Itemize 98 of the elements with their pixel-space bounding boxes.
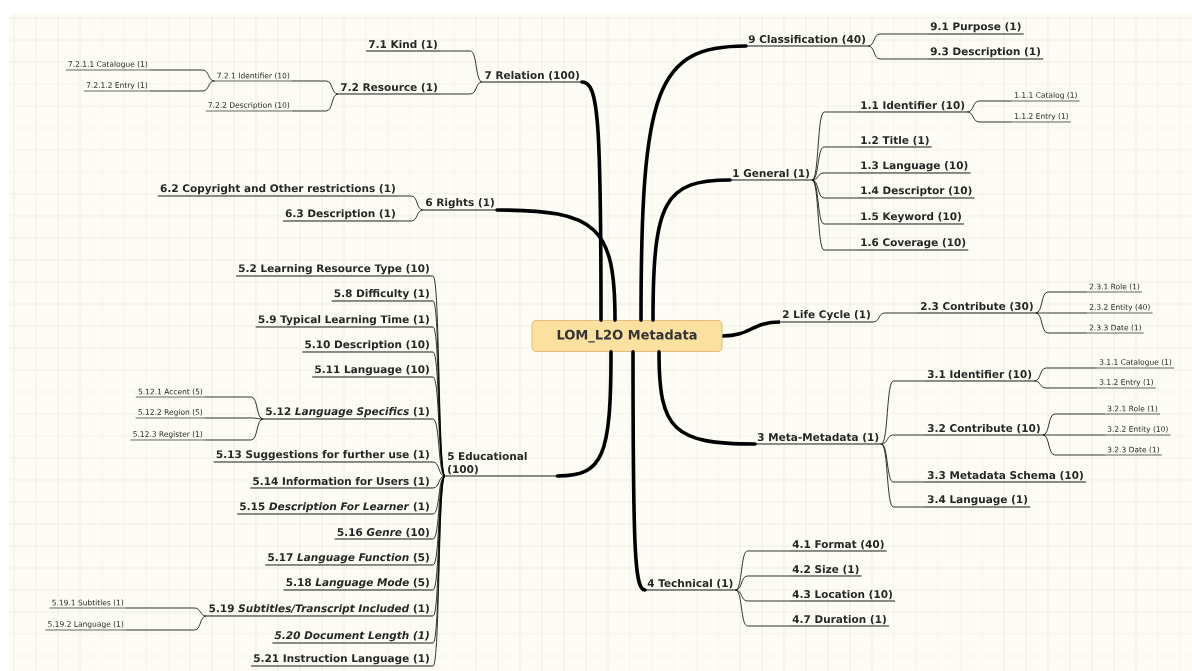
branch-line (431, 418, 446, 477)
branch-line (431, 461, 446, 477)
branch-label: 4 Technical (1) (644, 578, 736, 591)
branch-label: 3 Meta-Metadata (1) (754, 432, 882, 445)
central-topic-box: LOM_L2O Metadata (531, 320, 723, 352)
branch-label: 5.2 Learning Resource Type (10) (235, 264, 433, 277)
branch-line (125, 615, 207, 631)
branch-line (431, 475, 446, 515)
branch-line (1042, 434, 1106, 436)
branch-line (1033, 367, 1098, 382)
branch-label: 5.18 Language Mode (5) (283, 578, 433, 591)
branch-line (735, 575, 791, 591)
branch-label: 5 Educational (100) (444, 451, 558, 477)
branch-line (722, 320, 781, 338)
branch-label: 5.17 Language Function (5) (264, 553, 433, 566)
branch-line (204, 396, 264, 420)
branch-line (867, 33, 929, 47)
branch-label: 5.21 Instruction Language (1) (250, 654, 433, 667)
branch-line (657, 350, 757, 446)
branch-line (1042, 413, 1106, 436)
branch-label: 6 Rights (1) (422, 198, 498, 211)
branch-line (431, 475, 446, 489)
branch-label: 1.5 Keyword (10) (857, 212, 965, 225)
branch-line (966, 100, 1013, 113)
branch-label: 5.8 Difficulty (1) (331, 289, 433, 302)
branch-label: 7 Relation (100) (481, 70, 583, 83)
branch-line (811, 179, 859, 199)
branch-line (631, 350, 647, 592)
branch-label: 1.2 Title (1) (857, 135, 933, 148)
branch-line (204, 418, 264, 441)
branch-line (291, 80, 339, 95)
branch-label: 6.2 Copyright and Other restrictions (1) (157, 184, 399, 197)
branch-line (811, 111, 859, 181)
branch-line (811, 179, 859, 225)
branch-label: 5.12 Language Specifics (1) (262, 407, 433, 420)
branch-label: 7.2 Resource (1) (337, 82, 441, 95)
branch-label: 2 Life Cycle (1) (779, 310, 874, 323)
branch-line (397, 195, 424, 211)
branch-line (431, 475, 446, 540)
branch-label: 5.10 Description (10) (301, 340, 433, 353)
branch-line (735, 550, 791, 591)
branch-line (149, 69, 215, 82)
branch-line (431, 475, 446, 566)
branch-line (397, 209, 424, 222)
branch-line (811, 172, 859, 181)
branch-line (966, 111, 1013, 123)
branch-label: 7.1 Kind (1) (365, 39, 441, 52)
branch-label: 4.2 Size (1) (789, 564, 863, 577)
branch-label: 3.1 Identifier (10) (924, 369, 1035, 382)
branch-label: 3.2 Contribute (10) (924, 423, 1044, 436)
branch-line (1035, 291, 1088, 314)
branch-line (735, 589, 791, 627)
branch-line (639, 44, 748, 322)
branch-label: 1.3 Language (10) (857, 161, 971, 174)
branch-line (291, 93, 339, 112)
branch-line (149, 80, 215, 92)
branch-label: 4.3 Location (10) (789, 589, 896, 602)
branch-label: 1.4 Descriptor (10) (857, 186, 975, 199)
branch-label: 9 Classification (40) (745, 34, 869, 47)
branch-label: 4.1 Format (40) (789, 539, 888, 552)
branch-label: 5.9 Typical Learning Time (1) (255, 315, 433, 328)
branch-label: 5.13 Suggestions for further use (1) (213, 450, 433, 463)
branch-label: 5.16 Genre (10) (334, 527, 433, 540)
branch-line (495, 208, 617, 322)
branch-line (880, 443, 926, 508)
branch-label: 5.19 Subtitles/Transcript Included (1) (205, 604, 433, 617)
branch-line (867, 45, 929, 60)
branch-label: 5.14 Information for Users (1) (249, 476, 433, 489)
branch-line (1035, 312, 1088, 314)
branch-line (204, 417, 264, 420)
branch-line (811, 179, 859, 251)
branch-label: 3.3 Metadata Schema (10) (924, 470, 1087, 483)
branch-line (555, 350, 613, 478)
branch-line (872, 312, 919, 323)
branch-line (1042, 434, 1106, 456)
branch-label: 5.20 Document Length (1) (271, 631, 433, 644)
branch-label: 5.11 Language (10) (311, 365, 433, 378)
branch-label: 1.6 Coverage (10) (857, 238, 969, 251)
branch-label: 2.3 Contribute (30) (917, 301, 1037, 314)
branch-line (1035, 312, 1088, 334)
branch-line (580, 80, 603, 322)
branch-label: 5.15 Description For Learner (1) (236, 502, 433, 515)
branch-line (735, 589, 791, 602)
branch-label: 6.3 Description (1) (282, 209, 399, 222)
branch-line (651, 178, 732, 322)
branch-label: 1.1 Identifier (10) (857, 100, 968, 113)
branch-line (439, 50, 483, 83)
branch-line (880, 380, 926, 445)
branch-label: 1 General (1) (729, 168, 813, 181)
branch-label: 4.7 Duration (1) (789, 614, 890, 627)
branch-line (125, 607, 207, 617)
branch-label: 3.4 Language (1) (924, 495, 1031, 508)
branch-label: 9.3 Description (1) (927, 47, 1044, 60)
branch-label: 9.1 Purpose (1) (927, 22, 1025, 35)
branch-line (811, 146, 859, 181)
branch-line (880, 434, 926, 445)
branch-line (439, 81, 483, 95)
branch-line (1033, 380, 1098, 389)
